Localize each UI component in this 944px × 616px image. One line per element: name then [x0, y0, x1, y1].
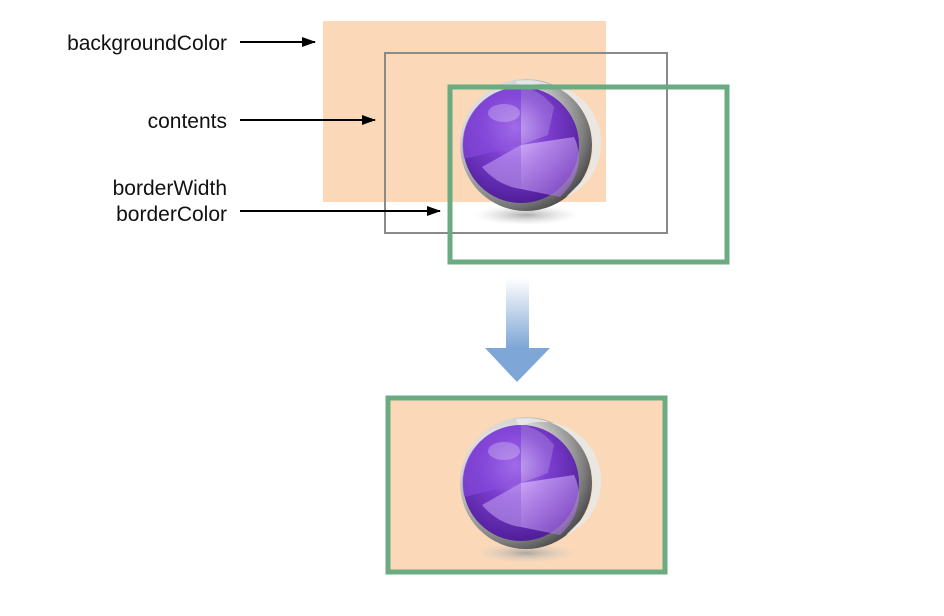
down-arrow-icon	[485, 278, 550, 382]
label-contents: contents	[147, 110, 227, 133]
label-border-group: borderWidth borderColor	[113, 176, 227, 228]
border-rect	[447, 84, 730, 265]
result-border-rect	[385, 395, 668, 575]
label-border-color: borderColor	[116, 203, 227, 226]
purple-sphere-icon	[460, 79, 602, 225]
label-border-width: borderWidth	[112, 177, 227, 200]
contents-frame-rect	[384, 52, 668, 234]
label-background-color: backgroundColor	[67, 32, 227, 55]
